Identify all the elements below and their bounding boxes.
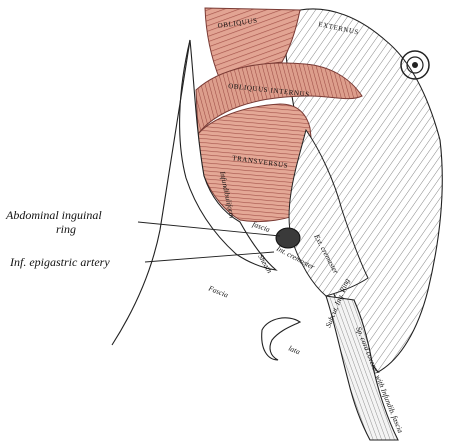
callout-inf-epigastric-artery: Inf. epigastric artery [10,255,110,269]
callout-ring-line1: Abdominal inguinal [6,208,102,222]
body-outline [111,39,191,346]
abdominal-inguinal-ring [275,227,301,249]
callout-ring-line2: ring [56,222,77,236]
label-fascia-lata-1: Fascia [206,283,229,299]
obliquus-internus-muscle [195,62,363,136]
leader-line-epigastric [144,251,275,263]
spermatic-cord [325,295,399,441]
aponeurotic-sheet [179,39,278,271]
label-fascia: fascia [251,219,271,234]
callout-abdominal-inguinal-ring: Abdominal inguinal ring [6,208,102,236]
leader-line-inguinal-ring [137,221,281,237]
fascia-lata-fold [261,317,302,361]
label-fascia-lata-2: lata [287,344,301,357]
umbilicus-icon [400,50,430,80]
cremaster-region [288,128,369,297]
